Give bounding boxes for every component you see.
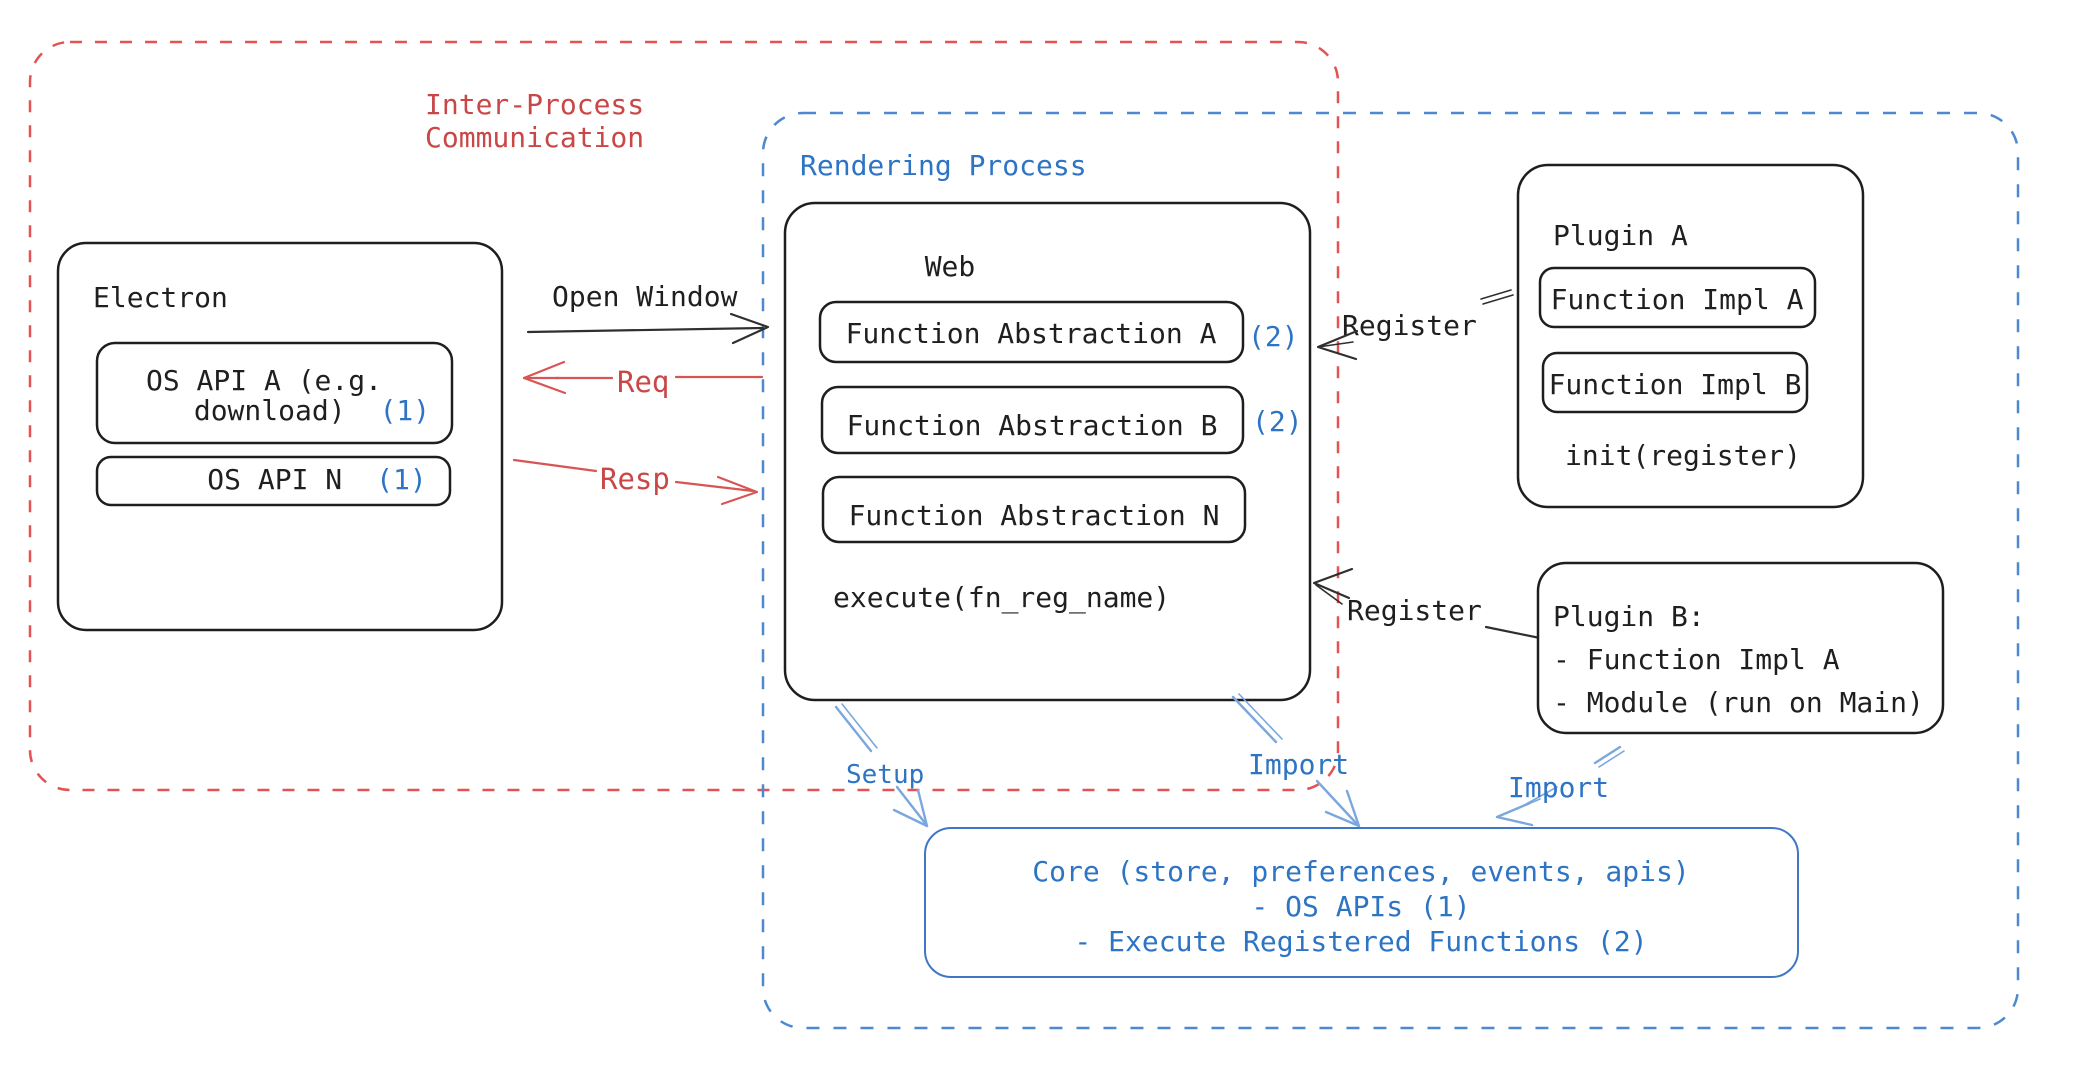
import-plugin-tail-2 bbox=[1598, 750, 1625, 768]
register-a-arrowhead-mid bbox=[1317, 341, 1354, 348]
import-web-label: Import bbox=[1248, 748, 1349, 781]
resp-arrow: Resp bbox=[512, 458, 759, 506]
setup-tail bbox=[834, 705, 873, 753]
setup-arrowhead bbox=[892, 788, 929, 828]
register-b-arrowhead-stub bbox=[1315, 584, 1343, 605]
setup-label: Setup bbox=[846, 760, 924, 790]
plugin-b-line1: Plugin B: bbox=[1553, 600, 1705, 633]
open-window-label: Open Window bbox=[552, 280, 738, 313]
import-arrow-web: Import bbox=[1231, 693, 1361, 828]
os-api-n-text: OS API N bbox=[207, 463, 342, 496]
import-plugin-tail bbox=[1593, 745, 1622, 765]
req-label: Req bbox=[617, 365, 669, 399]
register-b-arrowhead bbox=[1312, 567, 1354, 600]
setup-arrow: Setup bbox=[834, 703, 929, 828]
function-impl-a-label: Function Impl A bbox=[1551, 283, 1804, 316]
os-api-n-line: OS API N (1) bbox=[207, 463, 426, 496]
import-web-tail-2 bbox=[1238, 693, 1283, 740]
web-box-group: Web Function Abstraction A (2) Function … bbox=[783, 201, 1312, 702]
import-arrow-plugin: Import bbox=[1495, 745, 1625, 827]
plugin-a-box bbox=[1516, 163, 1865, 509]
function-impl-b-label: Function Impl B bbox=[1549, 368, 1802, 401]
web-title: Web bbox=[925, 250, 976, 283]
import-web-arrowhead bbox=[1324, 789, 1361, 828]
function-abstraction-a-badge: (2) bbox=[1248, 320, 1299, 353]
register-a-label: Register bbox=[1342, 309, 1477, 342]
resp-arrowhead bbox=[716, 475, 759, 506]
function-abstraction-a-label: Function Abstraction A bbox=[846, 317, 1217, 350]
core-line3: - Execute Registered Functions (2) bbox=[1074, 925, 1647, 958]
resp-line-right bbox=[674, 480, 755, 493]
plugin-b-box bbox=[1536, 561, 1945, 735]
function-abstraction-a-box bbox=[818, 300, 1245, 364]
register-a-tail-2 bbox=[1482, 294, 1514, 305]
function-abstraction-b-badge: (2) bbox=[1252, 405, 1303, 438]
os-api-n-badge: (1) bbox=[376, 463, 427, 496]
execute-label: execute(fn_reg_name) bbox=[833, 581, 1170, 615]
core-line2: - OS APIs (1) bbox=[1251, 890, 1470, 923]
open-window-arrowhead bbox=[729, 312, 770, 345]
function-impl-b-box bbox=[1541, 351, 1809, 414]
register-b-label: Register bbox=[1347, 594, 1482, 627]
init-register-label: init(register) bbox=[1565, 439, 1801, 472]
setup-line bbox=[895, 785, 927, 825]
core-box bbox=[924, 827, 1799, 978]
register-a-tail bbox=[1480, 289, 1512, 300]
open-window-arrow: Open Window bbox=[526, 280, 770, 345]
function-abstraction-b-label: Function Abstraction B bbox=[847, 409, 1218, 442]
plugin-b-line3: - Module (run on Main) bbox=[1553, 686, 1924, 719]
function-impl-a-box bbox=[1538, 266, 1817, 329]
import-plugin-arrowhead bbox=[1495, 801, 1534, 827]
setup-tail-2 bbox=[841, 703, 878, 749]
os-api-a-line2: download) (1) bbox=[194, 394, 430, 427]
rendering-boundary bbox=[761, 111, 2020, 1030]
function-abstraction-n-box bbox=[821, 475, 1247, 544]
open-window-line bbox=[526, 326, 765, 334]
function-abstraction-b-box bbox=[820, 385, 1245, 455]
os-api-n-box bbox=[95, 455, 452, 507]
register-arrow-plugin-b: Register bbox=[1312, 567, 1542, 640]
import-plugin-label: Import bbox=[1508, 771, 1609, 804]
resp-line-left bbox=[512, 458, 598, 473]
ipc-boundary bbox=[28, 40, 1340, 792]
function-abstraction-n-label: Function Abstraction N bbox=[849, 499, 1220, 532]
core-box-group: Core (store, preferences, events, apis) … bbox=[924, 827, 1799, 978]
register-b-tail bbox=[1484, 625, 1542, 640]
plugin-b-box-group: Plugin B: - Function Impl A - Module (ru… bbox=[1536, 561, 1945, 735]
os-api-a-line2-text: download) bbox=[194, 394, 346, 427]
plugin-b-line2: - Function Impl A bbox=[1553, 643, 1840, 676]
plugin-a-box-group: Plugin A Function Impl A Function Impl B… bbox=[1516, 163, 1865, 509]
import-plugin-arrowhead-2 bbox=[1506, 798, 1541, 814]
resp-label: Resp bbox=[600, 462, 670, 496]
os-api-a-box bbox=[95, 341, 454, 445]
req-arrow: Req bbox=[522, 360, 764, 399]
os-api-a-line1: OS API A (e.g. bbox=[146, 364, 382, 397]
electron-title: Electron bbox=[93, 281, 228, 314]
ipc-label-line1: Inter-Process bbox=[425, 88, 644, 121]
plugin-a-title: Plugin A bbox=[1553, 219, 1688, 252]
rendering-process-label: Rendering Process bbox=[800, 149, 1087, 182]
core-line1: Core (store, preferences, events, apis) bbox=[1032, 855, 1689, 888]
electron-box-group: Electron OS API A (e.g. download) (1) OS … bbox=[56, 241, 504, 632]
os-api-a-badge: (1) bbox=[380, 394, 431, 427]
import-web-line bbox=[1315, 779, 1358, 825]
import-web-tail bbox=[1231, 695, 1278, 744]
ipc-label-line2: Communication bbox=[425, 121, 644, 154]
register-arrow-plugin-a: Register bbox=[1316, 289, 1514, 361]
